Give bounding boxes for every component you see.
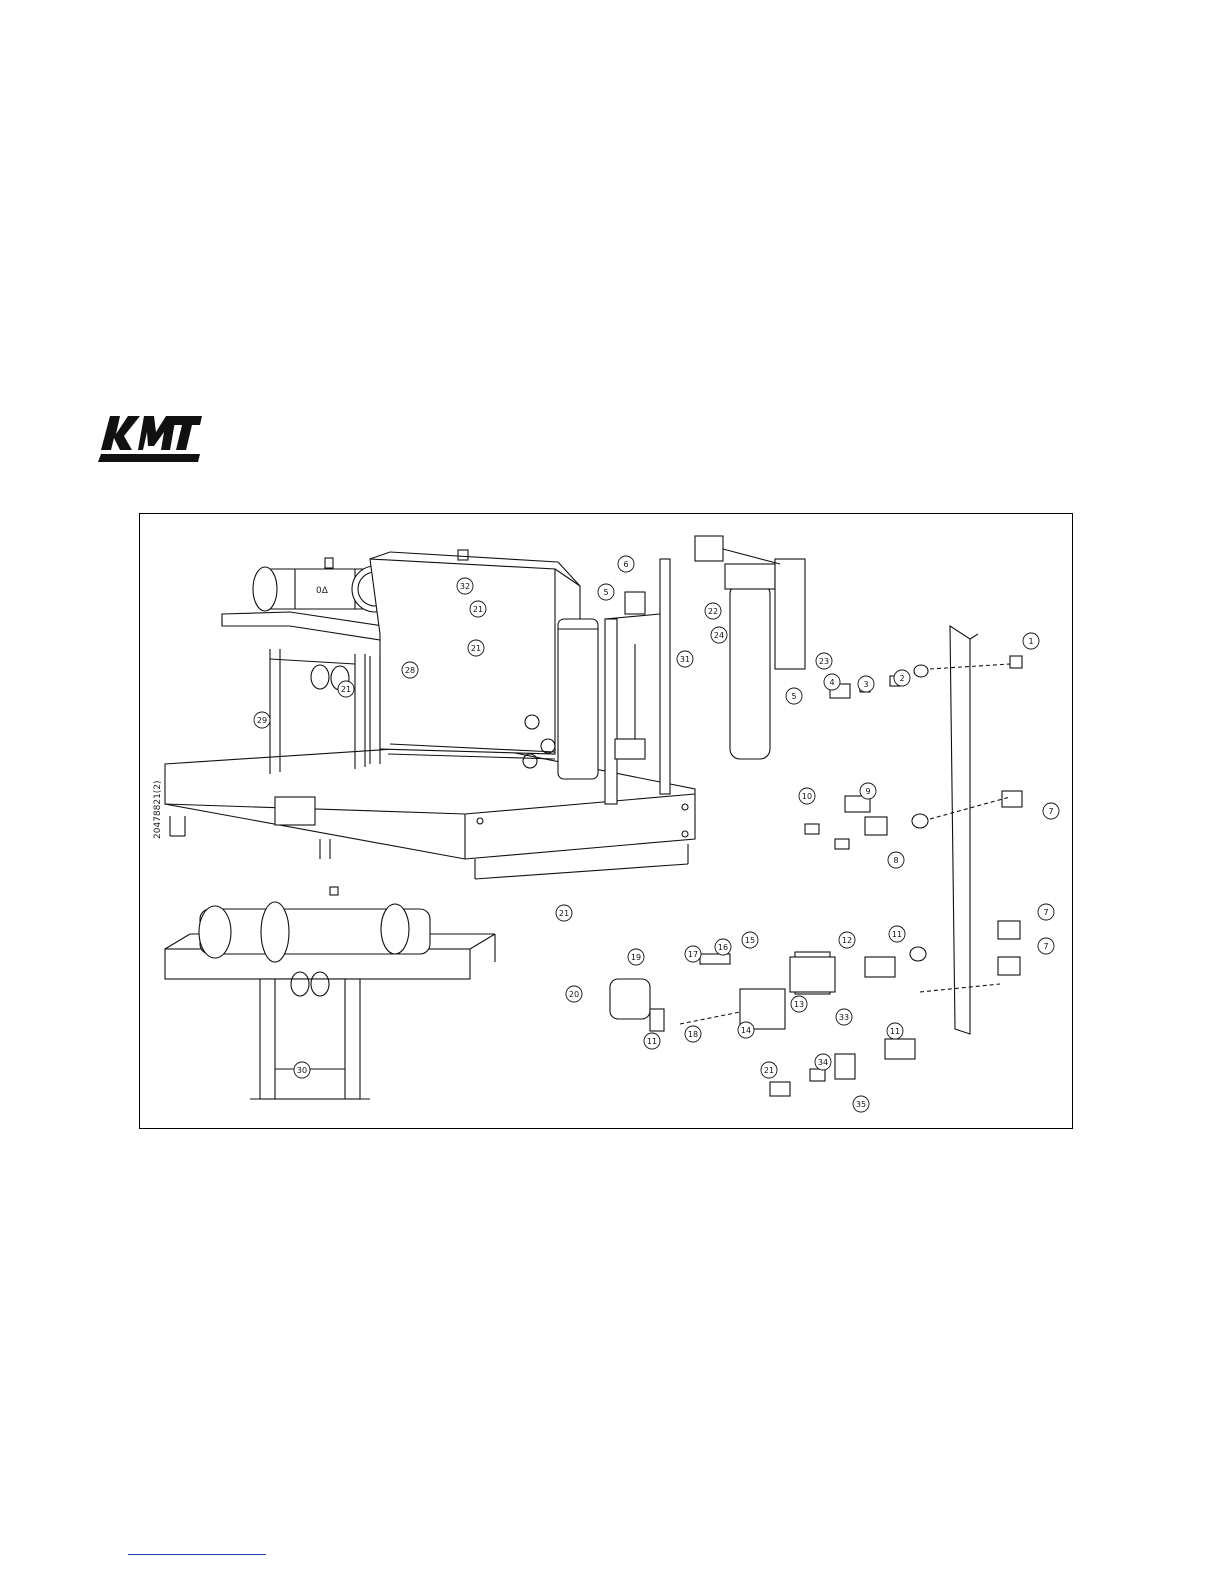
callout-number: 7	[1043, 908, 1048, 917]
callout-number: 19	[631, 953, 641, 962]
callout-number: 14	[741, 1026, 751, 1035]
callout-number: 32	[460, 582, 470, 591]
callout-number: 11	[892, 930, 902, 939]
callout-number: 33	[839, 1013, 849, 1022]
callout-number: 28	[405, 666, 415, 675]
callout-number: 2	[899, 674, 904, 683]
callout-number: 21	[764, 1066, 774, 1075]
callout-number: 12	[842, 936, 852, 945]
callout-number: 17	[688, 950, 698, 959]
callout-number: 6	[623, 560, 628, 569]
callout-number: 23	[819, 657, 829, 666]
kmt-logo	[98, 414, 202, 464]
callout-number: 21	[471, 644, 481, 653]
callout-number: 21	[341, 685, 351, 694]
callout-number: 11	[890, 1027, 900, 1036]
callout-number: 24	[714, 631, 724, 640]
callout-number: 1	[1028, 637, 1033, 646]
callout-number: 21	[473, 605, 483, 614]
callout-number: 34	[818, 1058, 828, 1067]
callout-number: 29	[257, 716, 267, 725]
drawing-number: 20478821(2)	[153, 780, 163, 839]
callout-number: 10	[802, 792, 812, 801]
callout-number: 30	[297, 1066, 307, 1075]
footer-rule	[128, 1554, 266, 1555]
callout-number: 9	[865, 787, 870, 796]
callout-number: 5	[791, 692, 796, 701]
callout-number: 31	[680, 655, 690, 664]
callout-number: 35	[856, 1100, 866, 1109]
callout-number: 21	[559, 909, 569, 918]
callout-number: 22	[708, 607, 718, 616]
callout-number: 4	[829, 678, 834, 687]
callout-number: 7	[1043, 942, 1048, 951]
callout-number: 18	[688, 1030, 698, 1039]
callout-number: 7	[1048, 807, 1053, 816]
callout-number: 8	[893, 856, 898, 865]
callout-number: 16	[718, 943, 728, 952]
callout-number: 11	[647, 1037, 657, 1046]
parts-diagram-frame: 0Δ	[139, 513, 1073, 1129]
callout-number: 5	[603, 588, 608, 597]
callout-number: 3	[863, 680, 868, 689]
svg-text:0Δ: 0Δ	[316, 586, 329, 596]
callout-number: 13	[794, 1000, 804, 1009]
parts-diagram: 0Δ	[140, 514, 1074, 1130]
callout-number: 20	[569, 990, 579, 999]
callout-number: 15	[745, 936, 755, 945]
